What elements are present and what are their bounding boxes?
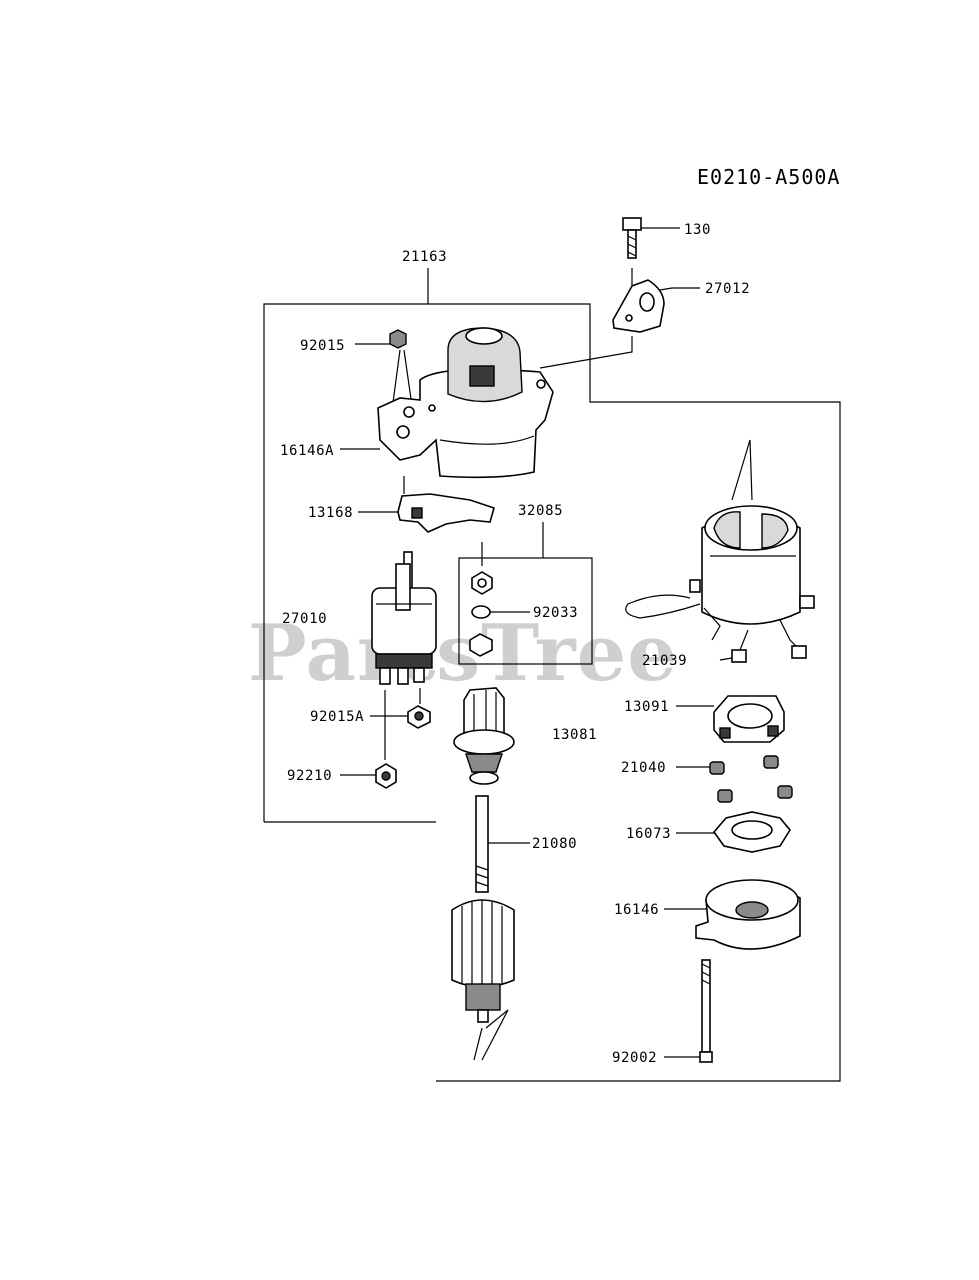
label-32085: 32085 bbox=[518, 503, 563, 519]
assembly-outline-32085 bbox=[458, 522, 593, 665]
leader-lines bbox=[340, 227, 733, 1058]
label-92002: 92002 bbox=[612, 1050, 657, 1066]
lever-13168[interactable] bbox=[397, 476, 495, 533]
label-16146: 16146 bbox=[614, 902, 659, 918]
assembly-outline-21163 bbox=[263, 268, 841, 1082]
label-92210: 92210 bbox=[287, 768, 332, 784]
solenoid-27010[interactable] bbox=[371, 551, 437, 760]
through-bolt-92002[interactable] bbox=[699, 959, 713, 1063]
yoke-21039[interactable] bbox=[625, 439, 815, 663]
nut-92015A[interactable] bbox=[407, 705, 431, 729]
label-13091: 13091 bbox=[624, 699, 669, 715]
label-27010: 27010 bbox=[282, 611, 327, 627]
brush-holder-13091[interactable] bbox=[713, 695, 785, 743]
label-21163: 21163 bbox=[402, 249, 447, 265]
springs-21040[interactable] bbox=[709, 755, 793, 803]
label-16073: 16073 bbox=[626, 826, 671, 842]
diagram-code: E0210-A500A bbox=[697, 165, 840, 189]
label-92033: 92033 bbox=[533, 605, 578, 621]
label-21040: 21040 bbox=[621, 760, 666, 776]
nut-92210[interactable] bbox=[375, 763, 397, 789]
label-130: 130 bbox=[684, 222, 711, 238]
bracket-27012[interactable] bbox=[539, 279, 665, 369]
armature-21080[interactable] bbox=[451, 795, 515, 1061]
kit-32085-parts[interactable] bbox=[469, 542, 493, 657]
label-13168: 13168 bbox=[308, 505, 353, 521]
label-92015A: 92015A bbox=[310, 709, 364, 725]
label-16146A: 16146A bbox=[280, 443, 334, 459]
bolt-130[interactable] bbox=[622, 217, 642, 290]
end-cover-16146[interactable] bbox=[695, 879, 801, 950]
label-92015: 92015 bbox=[300, 338, 345, 354]
label-21039: 21039 bbox=[642, 653, 687, 669]
plate-16073[interactable] bbox=[712, 811, 791, 853]
pinion-13081[interactable] bbox=[453, 687, 515, 785]
watermark-text: PartsTree bbox=[248, 608, 678, 699]
label-21080: 21080 bbox=[532, 836, 577, 852]
label-13081: 13081 bbox=[552, 727, 597, 743]
label-27012: 27012 bbox=[705, 281, 750, 297]
housing-16146A[interactable] bbox=[377, 327, 554, 479]
